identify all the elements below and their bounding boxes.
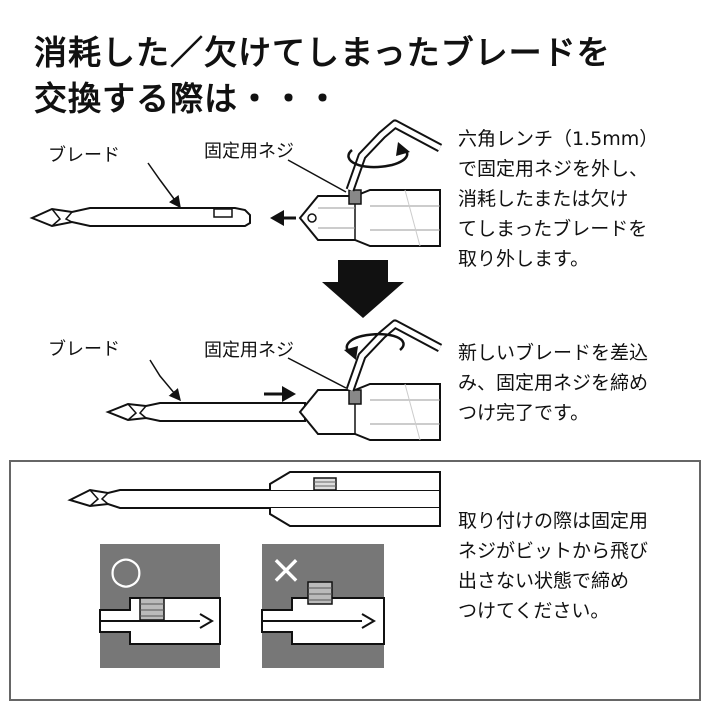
step2-bit-holder xyxy=(298,383,441,441)
title-line-1: 消耗した／欠けてしまったブレードを xyxy=(34,33,611,72)
step1-desc-line: で固定用ネジを外し、 xyxy=(458,158,649,180)
step1-desc-line: 取り外します。 xyxy=(458,248,590,270)
step1-description: 六角レンチ（1.5mm） で固定用ネジを外し、 消耗したまたは欠け てしまったブ… xyxy=(458,124,658,274)
step2-screw-leader xyxy=(287,357,347,389)
ok-symbol: ○ xyxy=(109,548,142,592)
insert-arrow-icon xyxy=(264,386,296,402)
step2-blade-label: ブレード xyxy=(48,339,120,360)
step1-blade-leader xyxy=(147,162,181,209)
note-desc-line: ネジがビットから飛び xyxy=(458,540,649,562)
removal-arrow-icon xyxy=(270,210,296,226)
step2-blade-leader xyxy=(149,359,181,402)
step2-desc-line: つけ完了です。 xyxy=(458,402,590,424)
step2-screw-label: 固定用ネジ xyxy=(204,340,294,361)
ok-example: ○ xyxy=(99,544,221,668)
note-cross-section xyxy=(67,471,441,527)
step2-rotate-arrow-icon xyxy=(344,332,405,360)
step2-blade xyxy=(105,402,306,422)
step2-desc-line: み、固定用ネジを締め xyxy=(458,372,649,394)
step1-hex-wrench xyxy=(345,119,443,192)
step2-description: 新しいブレードを差込 み、固定用ネジを締め つけ完了です。 xyxy=(458,338,648,428)
step1-screw-leader xyxy=(287,159,347,193)
step1-desc-line: 六角レンチ（1.5mm） xyxy=(458,128,659,150)
note-desc-line: 取り付けの際は固定用 xyxy=(458,510,649,532)
step1-bit-holder xyxy=(298,189,441,247)
step1-rotate-arrow-icon xyxy=(347,142,410,169)
step1-blade xyxy=(29,207,251,228)
note-panel xyxy=(9,460,701,701)
page-title: 消耗した／欠けてしまったブレードを 交換する際は・・・ xyxy=(34,30,611,122)
title-line-2: 交換する際は・・・ xyxy=(34,79,340,118)
ng-symbol: × xyxy=(269,547,303,593)
step1-desc-line: てしまったブレードを xyxy=(458,218,648,240)
note-description: 取り付けの際は固定用 ネジがビットから飛び 出さない状態で締め つけてください。 xyxy=(458,506,648,626)
step2-desc-line: 新しいブレードを差込 xyxy=(458,342,649,364)
step1-desc-line: 消耗したまたは欠け xyxy=(458,188,629,210)
step2-hex-wrench xyxy=(345,319,443,392)
down-arrow-icon xyxy=(322,260,404,318)
step1-screw-label: 固定用ネジ xyxy=(204,141,294,162)
ng-example: × xyxy=(261,544,385,668)
note-desc-line: つけてください。 xyxy=(458,600,610,622)
step1-blade-label: ブレード xyxy=(48,145,120,166)
note-desc-line: 出さない状態で締め xyxy=(458,570,630,592)
